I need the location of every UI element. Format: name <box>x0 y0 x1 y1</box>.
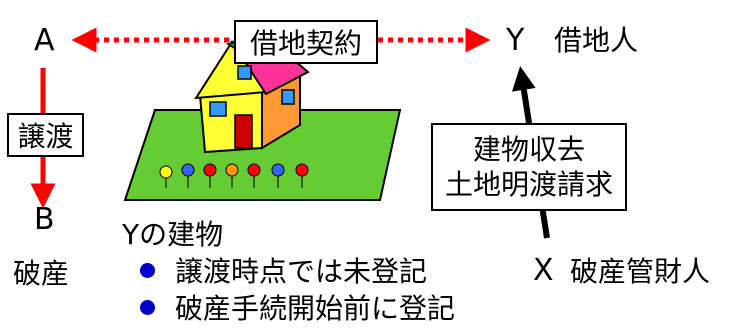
party-a-label: A <box>34 23 55 58</box>
transfer-box: 譲渡 <box>7 113 84 157</box>
trustee-label: 破産管財人 <box>570 255 711 288</box>
lease-contract-box: 借地契約 <box>234 20 378 64</box>
building-title: Yの建物 <box>122 218 224 251</box>
lease-contract-label: 借地契約 <box>249 27 362 60</box>
bullet-icon <box>140 299 155 315</box>
house-illustration <box>123 35 402 201</box>
note-text: 譲渡時点では未登記 <box>175 255 428 288</box>
tenant-label: 借地人 <box>554 24 639 57</box>
transfer-label: 譲渡 <box>17 120 74 153</box>
note-item: 譲渡時点では未登記 <box>140 258 427 286</box>
note-text: 破産手続開始前に登記 <box>175 292 456 325</box>
party-y-label: Y <box>506 23 525 58</box>
claim-line-2: 土地明渡請求 <box>444 168 613 201</box>
party-x-label: X <box>533 253 554 288</box>
bullet-icon <box>140 262 155 278</box>
party-b-label: B <box>34 202 55 237</box>
note-item: 破産手続開始前に登記 <box>140 295 455 323</box>
bankruptcy-label: 破産 <box>13 257 70 290</box>
claim-box: 建物収去 土地明渡請求 <box>431 123 627 211</box>
claim-line-1: 建物収去 <box>472 133 585 166</box>
